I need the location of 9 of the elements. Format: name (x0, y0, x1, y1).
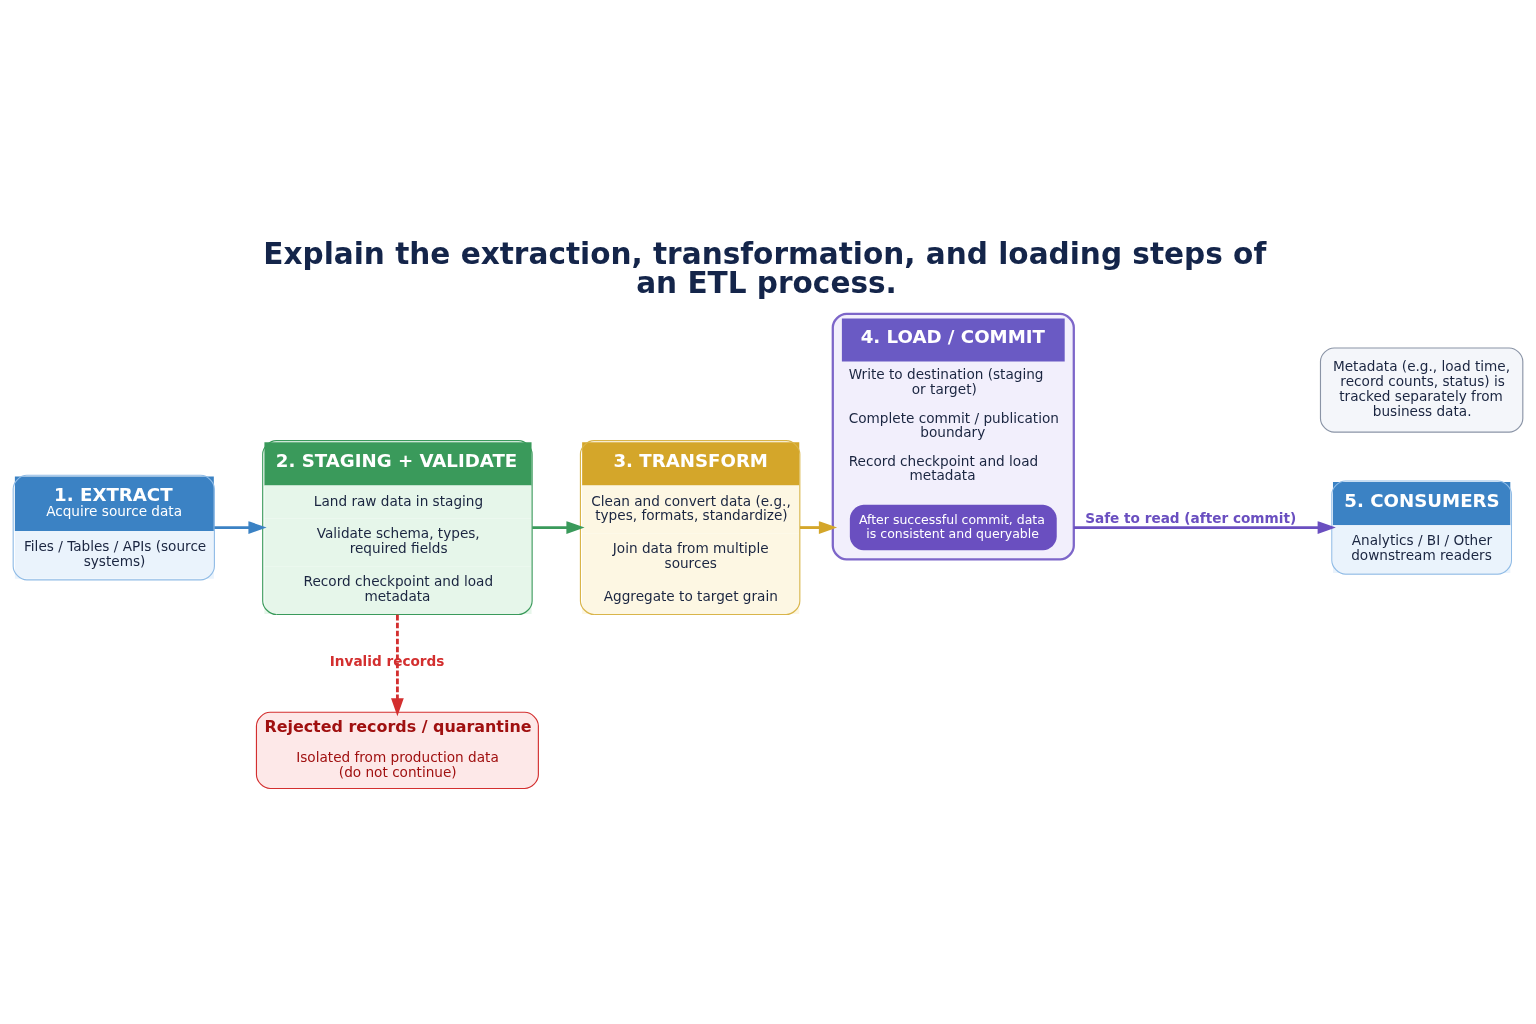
diagram-title: Explain the extraction, transformation, and loading steps of an ETL process. (263, 236, 1267, 300)
arrow (800, 520, 838, 534)
edge-label: Safe to read (after commit) (1085, 509, 1297, 526)
node-box: After successful commit, data is consistent and queryable (849, 504, 1057, 550)
arrow (532, 520, 585, 534)
arrow (214, 520, 267, 534)
edge-label: Invalid records (329, 652, 445, 669)
arrow (391, 614, 404, 716)
arrow (1073, 520, 1336, 534)
